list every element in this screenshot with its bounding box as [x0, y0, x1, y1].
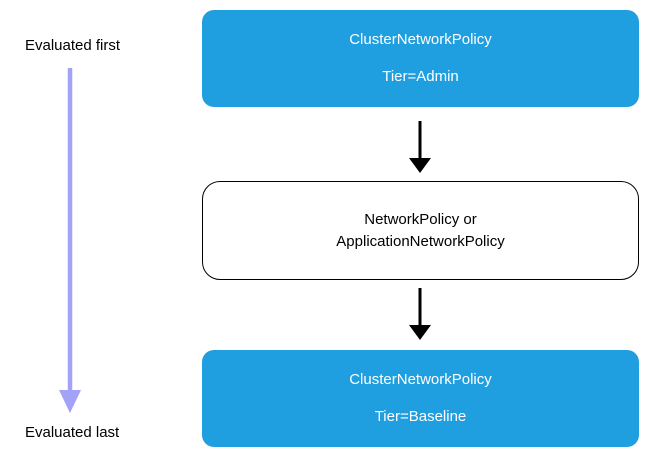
node-tier-label: Tier=Baseline	[374, 408, 467, 425]
evaluated-first-label: Evaluated first	[25, 37, 121, 54]
evaluation-order-arrow-down-icon	[59, 68, 81, 413]
node-network-policy-or-application-network-policy: NetworkPolicy or ApplicationNetworkPolic…	[202, 181, 639, 280]
node-cluster-network-policy-admin: ClusterNetworkPolicy Tier=Admin	[202, 10, 639, 107]
node-title-line2: ApplicationNetworkPolicy	[336, 232, 505, 250]
flow-arrow-1-down-icon	[409, 121, 431, 173]
flow-arrow-2-down-icon	[409, 288, 431, 340]
evaluated-last-label: Evaluated last	[25, 424, 120, 441]
node-title-line1: NetworkPolicy or	[364, 210, 477, 228]
node-title: ClusterNetworkPolicy	[349, 31, 492, 48]
node-cluster-network-policy-baseline: ClusterNetworkPolicy Tier=Baseline	[202, 350, 639, 447]
node-title: ClusterNetworkPolicy	[349, 371, 492, 388]
node-tier-label: Tier=Admin	[382, 68, 459, 85]
